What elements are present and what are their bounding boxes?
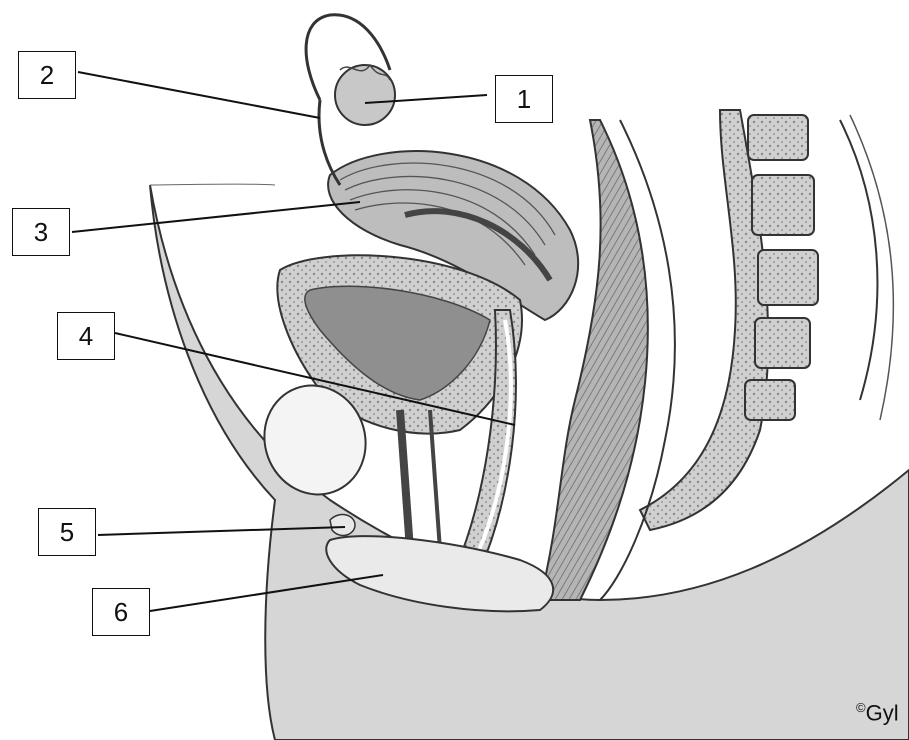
leader-line-3 (72, 202, 360, 232)
leader-line-2 (78, 72, 320, 118)
label-5: 5 (38, 508, 96, 556)
label-3: 3 (12, 208, 70, 256)
rectum (540, 120, 648, 600)
label-6: 6 (92, 588, 150, 636)
ovary (335, 65, 395, 125)
label-4: 4 (57, 312, 115, 360)
label-2: 2 (18, 51, 76, 99)
clitoris (330, 515, 355, 536)
label-1: 1 (495, 75, 553, 123)
copyright-notice: ©Gyl (856, 700, 899, 726)
